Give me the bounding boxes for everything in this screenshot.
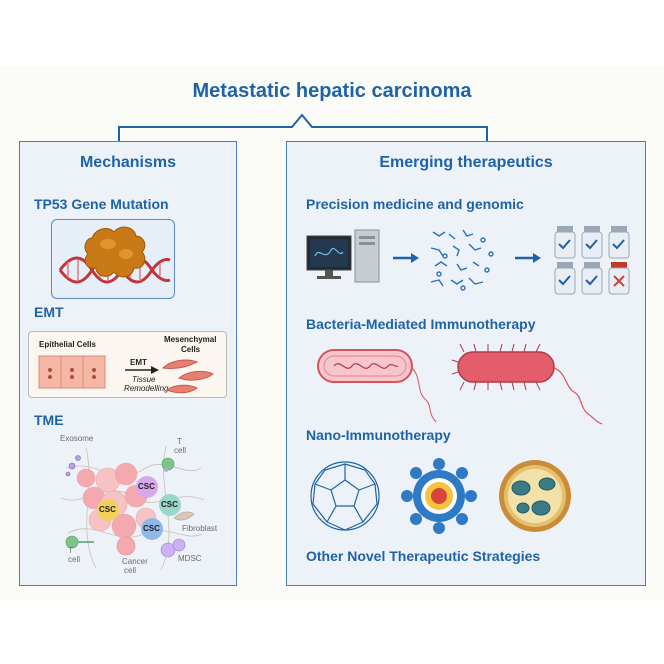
fibroblast-icon [173, 511, 195, 521]
csc-label: CSC [99, 505, 116, 514]
micelle-nanoparticle-icon [401, 458, 477, 534]
nano-immunotherapy-heading: Nano-Immunotherapy [306, 427, 451, 443]
dna-helix-icon [58, 226, 171, 284]
precision-medicine-heading: Precision medicine and genomic [306, 196, 524, 212]
t-cell-bottom-label-line1: T [68, 546, 73, 555]
t-cell-bottom-icon [65, 535, 94, 549]
diagram-title: Metastatic hepatic carcinoma [192, 80, 472, 102]
emt-arrow-label: EMT [130, 358, 147, 367]
csc-cell-icon [136, 476, 158, 498]
exosome-icon [65, 455, 81, 477]
emt-arrow-icon [125, 366, 159, 374]
liposome-nanoparticle-icon [499, 460, 571, 532]
csc-label: CSC [161, 500, 178, 509]
csc-label: CSC [143, 524, 160, 533]
t-cell-top-label-line1: T [177, 437, 182, 446]
epithelial-cells-icon [38, 355, 106, 389]
csc-cell-icon [141, 518, 163, 540]
t-cell-top-label-line2: cell [174, 446, 187, 455]
csc-cell-icon [159, 494, 181, 516]
tme-heading: TME [34, 412, 64, 428]
therapeutics-panel: Emerging therapeutics Precision medicine… [286, 141, 646, 586]
fibroblast-label: Fibroblast [182, 524, 218, 533]
t-cell-bottom-label-line2: cell [68, 555, 81, 564]
computer-workstation-icon [306, 229, 380, 283]
remodelling-label: Remodelling [124, 384, 169, 393]
cancer-cell-icon [116, 536, 136, 556]
cancer-cell-label-line1: Cancer [122, 557, 148, 566]
flagellated-bacterium-icon [451, 343, 603, 425]
cancer-cell-label-line2: cell [124, 566, 137, 575]
tp53-heading: TP53 Gene Mutation [34, 196, 169, 212]
fullerene-nanoparticle-icon [310, 461, 380, 531]
mdsc-icon [160, 538, 186, 558]
mesenchymal-cells-icon [161, 359, 214, 394]
csc-cell-icon [97, 499, 119, 521]
mechanisms-heading: Mechanisms [79, 154, 177, 171]
exosome-label: Exosome [60, 434, 94, 443]
genomic-molecules-icon [430, 229, 494, 291]
csc-label: CSC [138, 482, 155, 491]
tumor-cell-cluster-icon [76, 462, 157, 539]
epithelial-cells-label: Epithelial Cells [39, 340, 96, 349]
therapeutics-heading: Emerging therapeutics [379, 154, 553, 171]
mdsc-label: MDSC [178, 554, 202, 563]
arrow-right-icon [515, 253, 541, 263]
engineered-bacterium-icon [317, 349, 437, 423]
t-cell-top-icon [161, 457, 175, 472]
bacteria-immunotherapy-heading: Bacteria-Mediated Immunotherapy [306, 316, 536, 332]
mechanisms-panel: Mechanisms TP53 Gene Mutation EMT Epithe… [19, 141, 237, 586]
mesenchymal-label-line1: Mesenchymal [164, 335, 217, 344]
arrow-right-icon [393, 253, 419, 263]
tissue-label: Tissue [132, 375, 156, 384]
emt-heading: EMT [34, 304, 64, 320]
p53-protein-icon [84, 226, 146, 278]
tme-illustration: Exosome T cell CSC CSC CSC CSC Fibroblas… [56, 434, 217, 578]
emt-illustration: Epithelial Cells Mesenchymal Cells EMT T… [28, 331, 227, 398]
mesenchymal-label-line2: Cells [181, 345, 201, 354]
dna-mutation-illustration [51, 219, 175, 299]
medicine-bottles-icon [554, 226, 630, 295]
other-strategies-heading: Other Novel Therapeutic Strategies [306, 548, 541, 564]
